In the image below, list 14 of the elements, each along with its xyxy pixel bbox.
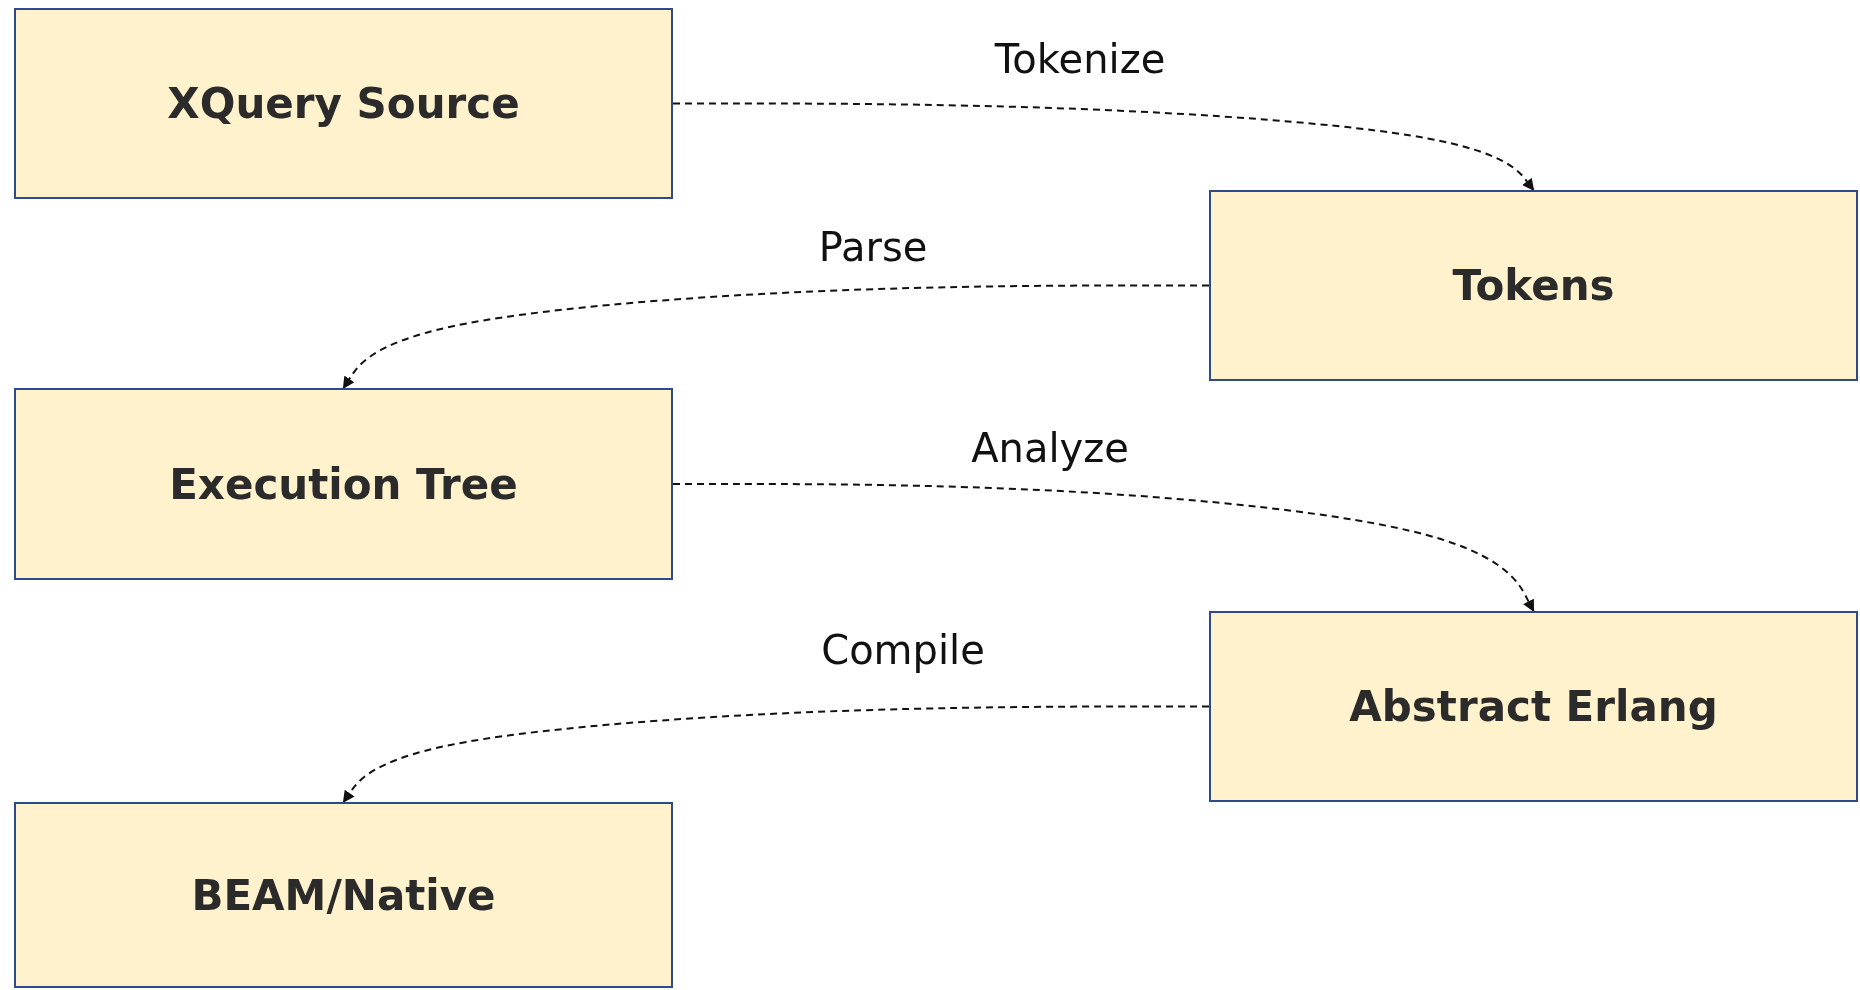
process-box — [14, 8, 673, 199]
box-label: Abstract Erlang — [1349, 682, 1718, 731]
dashed-arrow — [672, 483, 1535, 613]
process-box — [1209, 190, 1858, 381]
dashed-arrow — [672, 102, 1535, 191]
process-box — [1209, 611, 1858, 802]
dashed-arrow — [342, 284, 1210, 389]
dashed-arrow — [342, 705, 1210, 803]
process-box — [14, 802, 673, 988]
box-label: BEAM/Native — [191, 870, 496, 920]
process-box — [14, 388, 673, 580]
box-label: Tokens — [1452, 261, 1615, 310]
box-label: XQuery Source — [167, 79, 520, 128]
box-label: Execution Tree — [169, 459, 518, 509]
